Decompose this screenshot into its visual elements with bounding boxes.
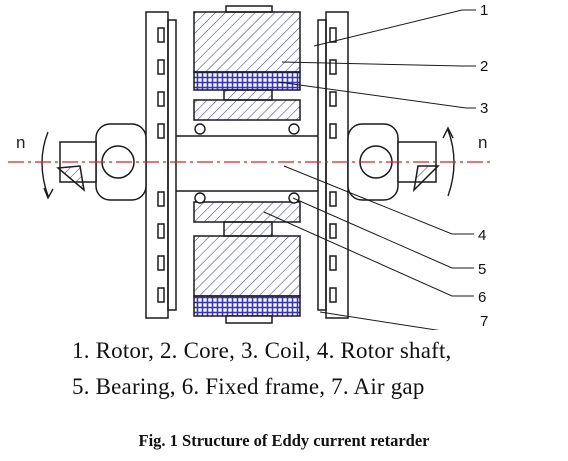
stator-bottom <box>193 201 301 324</box>
part-number-4: 4 <box>478 227 486 244</box>
bearings <box>194 123 300 204</box>
caption-line-2: 5. Bearing, 6. Fixed frame, 7. Air gap <box>72 374 425 399</box>
part-number-6: 6 <box>478 289 486 306</box>
part-number-7: 7 <box>480 313 488 330</box>
stator-top <box>193 5 301 121</box>
rotor-shaft <box>176 135 318 192</box>
part-number-3: 3 <box>480 100 488 117</box>
figure-title: Fig. 1 Structure of Eddy current retarde… <box>138 431 430 450</box>
part-number-5: 5 <box>478 261 486 278</box>
leader-lines <box>263 9 476 330</box>
left-rotation-label: n <box>16 133 25 152</box>
left-rotation-arrow <box>41 131 49 197</box>
right-rotation-arrow <box>447 129 455 197</box>
retarder-diagram: n n 1 2 3 4 5 6 7 <box>8 2 490 330</box>
left-arrowhead <box>43 187 54 200</box>
caption-line-1: 1. Rotor, 2. Core, 3. Coil, 4. Rotor sha… <box>72 338 452 363</box>
right-rotor-disc <box>317 11 349 319</box>
part-number-1: 1 <box>480 2 488 19</box>
left-rotor-disc <box>145 11 177 319</box>
part-number-2: 2 <box>480 58 488 75</box>
right-arrowhead <box>442 126 454 139</box>
right-rotation-label: n <box>478 133 487 152</box>
